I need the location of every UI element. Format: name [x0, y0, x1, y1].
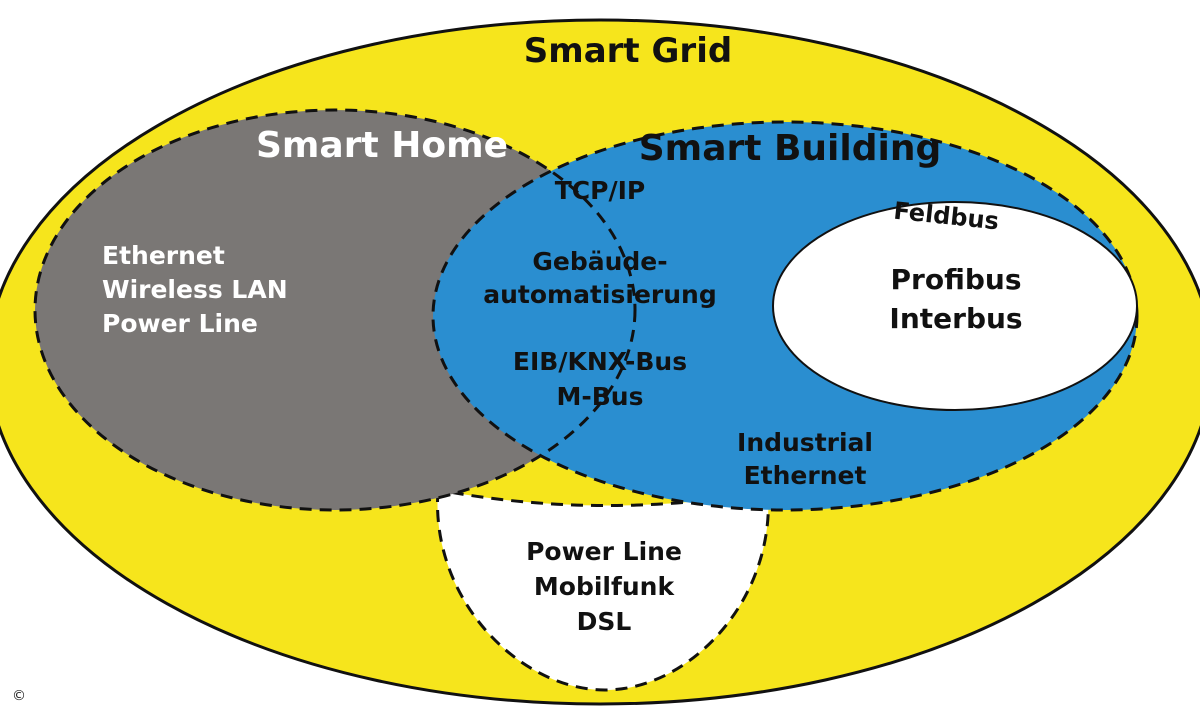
feldbus-item: Profibus [891, 263, 1022, 296]
smart-building-title: Smart Building [639, 128, 941, 169]
lower-area-item: Power Line [526, 537, 682, 566]
overlap-bus-label: EIB/KNX-Bus [513, 347, 687, 376]
lower-access-region [436, 488, 770, 692]
overlap-protocol-label: TCP/IP [555, 176, 645, 205]
smart-home-item: Ethernet [102, 241, 225, 270]
smart-home-title: Smart Home [256, 125, 508, 166]
lower-area-item: DSL [577, 607, 632, 636]
smart-home-item: Wireless LAN [102, 275, 288, 304]
industrial-ethernet-label: Industrial [737, 428, 873, 457]
industrial-ethernet-label: Ethernet [744, 461, 867, 490]
smart-home-item: Power Line [102, 309, 258, 338]
feldbus-region [772, 201, 1138, 411]
overlap-automation-label: automatisierung [483, 280, 716, 309]
lower-area-item: Mobilfunk [534, 572, 676, 601]
overlap-bus-label: M-Bus [557, 382, 644, 411]
overlap-boundary [433, 122, 637, 510]
copyright-mark: © [12, 688, 26, 704]
overlap-automation-label: Gebäude- [532, 247, 667, 276]
feldbus-item: Interbus [889, 302, 1022, 335]
smart-grid-title: Smart Grid [524, 31, 732, 71]
